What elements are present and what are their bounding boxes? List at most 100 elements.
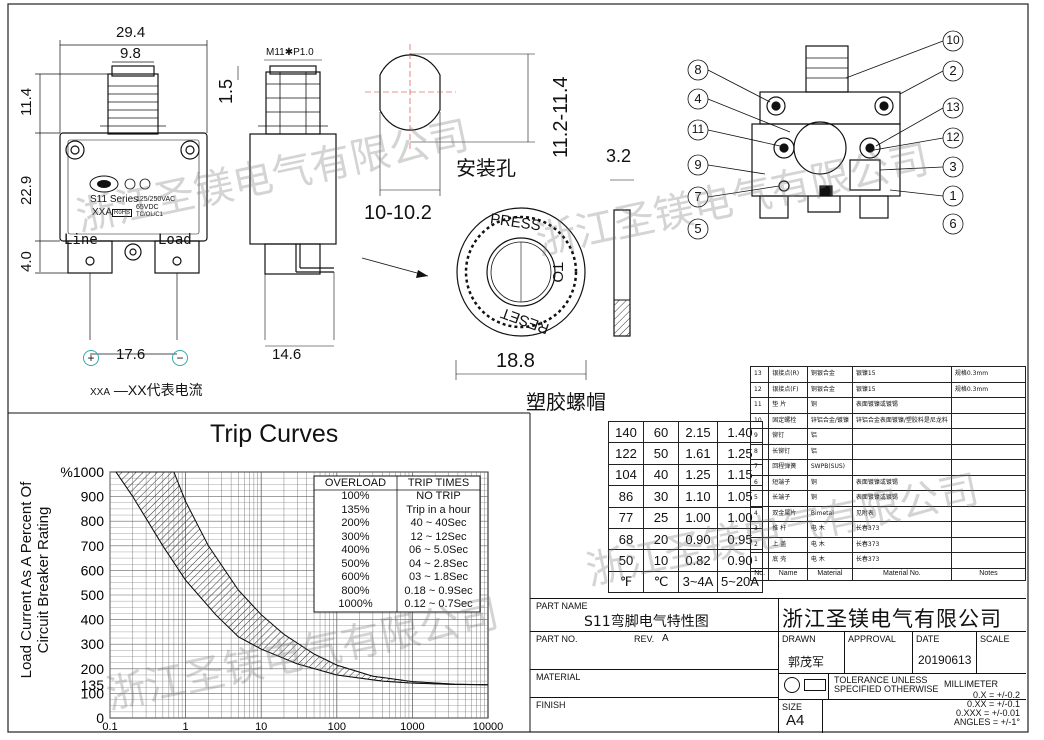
company-name: 浙江圣镁电气有限公司 <box>782 607 1002 631</box>
drawn-label: DRAWN <box>782 634 816 644</box>
temp-table-cell: 86 <box>608 485 644 508</box>
dim-pitch: 17.6 <box>116 346 146 363</box>
label-tc: TC/OL/C1 <box>136 212 164 218</box>
drawn-name: 郭茂军 <box>788 655 825 669</box>
tol-0x: 0.X = +/-0.2 <box>972 690 1020 700</box>
callout-7: 7 <box>694 189 702 204</box>
temp-table-cell: 104 <box>608 463 644 487</box>
bom-header-name: Name <box>768 567 808 581</box>
tb-drawn-cell: DRAWN 郭茂军 <box>778 631 845 674</box>
bom-cell-no: 2 <box>749 536 770 553</box>
projection-cone-icon <box>804 679 826 691</box>
bom-cell-no: 6 <box>749 474 770 491</box>
bom-cell-material-no: 锌铝合金表面镀镍/塑胶料是尼龙料 <box>851 412 952 429</box>
date-label: DATE <box>916 634 940 644</box>
trip-table-row: 800% 0.18 ~ 0.9Sec <box>314 585 480 599</box>
bom-cell-name: 垫 片 <box>768 397 808 414</box>
bom-cell-no: 4 <box>749 505 770 522</box>
chart-title: Trip Curves <box>210 420 339 448</box>
mounting-hole-view <box>365 44 535 196</box>
temp-table-cell: 25 <box>643 506 679 529</box>
trip-time-cell: Trip in a hour <box>406 503 471 516</box>
trip-time-cell: 0.18 ~ 0.9Sec <box>404 584 473 597</box>
bom-cell-notes <box>950 428 1027 445</box>
trip-overload-cell: 800% <box>341 584 370 597</box>
bom-cell-material-no: 银镍15 <box>851 366 952 383</box>
approval-label: APPROVAL <box>848 634 896 644</box>
bom-cell-no: 10 <box>749 412 770 429</box>
callout-9: 9 <box>694 157 702 172</box>
rev-value: A <box>662 633 669 644</box>
callout-4: 4 <box>694 91 702 106</box>
temp-table-cell: 2.15 <box>678 420 718 444</box>
trip-overload-cell: 200% <box>341 517 370 529</box>
bom-cell-name: 固定螺栓 <box>768 412 808 429</box>
side-view <box>237 59 337 347</box>
trip-table-row: 135%Trip in a hour <box>314 504 480 518</box>
chart-x-tick-label: 100 <box>328 721 346 733</box>
bom-cell-material-no <box>851 443 952 460</box>
chart-y-tick-label: %1000 <box>60 464 104 480</box>
temp-table-footer-cell: 3~4A <box>678 570 718 594</box>
temp-table-cell: 0.90 <box>678 527 718 551</box>
callout-12: 12 <box>946 130 960 144</box>
label-rohs: RoHS <box>112 209 133 217</box>
bom-cell-notes <box>950 536 1027 553</box>
callout-10: 10 <box>946 33 960 47</box>
bom-header-notes: Notes <box>950 567 1027 581</box>
tolerance-line2: SPECIFIED OTHERWISE <box>834 684 939 694</box>
trip-table-row: 500%04 ~ 2.8Sec <box>314 558 480 572</box>
temp-table-cell: 30 <box>643 485 679 508</box>
trip-time-cell: 06 ~ 5.0Sec <box>408 544 469 556</box>
bom-cell-material-no: 表面镀镍或镀锡 <box>851 397 952 414</box>
rev-label: REV. <box>634 634 655 644</box>
chart-y-tick-label: 700 <box>81 538 105 554</box>
bom-cell-name: 银接点(R) <box>768 366 808 383</box>
note-current: XXA —XX代表电流 <box>90 380 203 400</box>
bom-cell-no: 7 <box>749 459 770 476</box>
trip-table-row: 300%12 ~ 12Sec <box>314 531 480 545</box>
tb-tolerance-values: 0.X = +/-0.2 0.XX = +/-0.1 0.XXX = +/-0.… <box>892 691 1020 727</box>
trip-curve-min-line <box>115 471 489 686</box>
size-value: A4 <box>786 712 805 729</box>
bom-cell-material: SWPB(SUS) <box>806 459 853 476</box>
callout-3: 3 <box>949 159 957 174</box>
tb-size-cell: SIZE A4 <box>778 699 823 733</box>
bom-cell-notes <box>950 521 1027 538</box>
trip-time-cell: NO TRIP <box>416 490 461 502</box>
dim-left-bottom: 4.0 <box>18 251 35 272</box>
temp-table-cell: 68 <box>608 527 644 551</box>
panel-lines <box>8 412 531 732</box>
trip-time-cell: 03 ~ 1.8Sec <box>408 571 469 583</box>
part-name: S11弯脚电气特性图 <box>584 614 709 630</box>
terminal-load-label: Load <box>158 232 192 248</box>
temp-table-cell: 1.00 <box>678 506 718 529</box>
tolerance-unit: MILLIMETER <box>944 679 999 689</box>
bom-header-no: No. <box>749 567 770 581</box>
bom-header-material: Material <box>806 567 853 581</box>
chart-y-tick-label: 135 <box>81 677 105 693</box>
hole-label: 安装孔 <box>456 156 516 180</box>
tb-tolerance-cell: TOLERANCE UNLESS SPECIFIED OTHERWISE MIL… <box>778 673 1026 700</box>
chart-x-tick-label: 10000 <box>473 721 504 733</box>
chart-y-tick-label: 800 <box>81 513 105 529</box>
bom-cell-material: 锌铝合金/镀镍 <box>806 412 853 429</box>
part-name-label: PART NAME <box>536 601 588 611</box>
hole-height: 11.2-11.4 <box>550 76 572 158</box>
bom-cell-notes: 规格0.3mm <box>950 381 1027 398</box>
title-block: PART NAME S11弯脚电气特性图 浙江圣镁电气有限公司 PART NO.… <box>530 598 1026 733</box>
bom-cell-name: 长铆钉 <box>768 443 808 460</box>
chart-x-tick-label: 1 <box>183 721 189 733</box>
